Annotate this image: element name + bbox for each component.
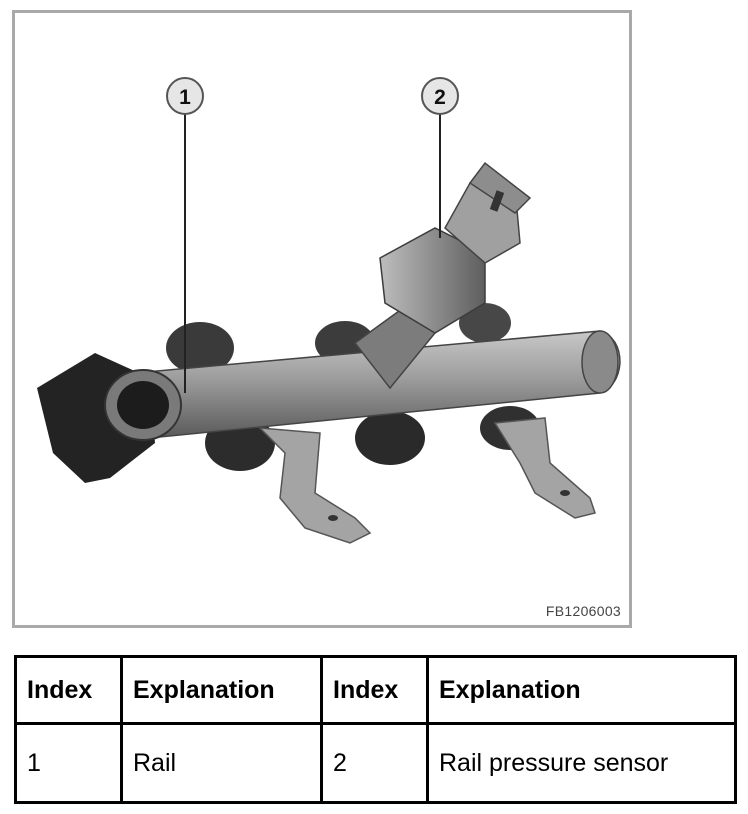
header-explanation-1: Explanation xyxy=(120,655,323,725)
cell-index-1: 1 xyxy=(14,722,123,804)
figure-code: FB1206003 xyxy=(545,603,621,619)
header-explanation-2: Explanation xyxy=(426,655,737,725)
callout-2: 2 xyxy=(421,77,459,115)
callout-1-label: 1 xyxy=(179,86,191,109)
rail-pressure-sensor xyxy=(353,161,532,390)
rail-open-end xyxy=(104,369,182,441)
callout-1: 1 xyxy=(166,77,204,115)
component-figure: 1 2 FB1206003 xyxy=(12,10,632,628)
callout-2-label: 2 xyxy=(434,86,446,109)
mounting-brackets xyxy=(258,417,596,544)
callout-leaders xyxy=(184,113,441,393)
table-row: 1 Rail 2 Rail pressure sensor xyxy=(14,722,737,804)
fuel-rail-illustration: 1 2 xyxy=(37,77,621,544)
legend-header-row: Index Explanation Index Explanation xyxy=(14,655,737,725)
legend-table: Index Explanation Index Explanation 1 Ra… xyxy=(14,655,737,804)
cell-explanation-1: Rail xyxy=(120,722,323,804)
rail-tube xyxy=(134,330,621,439)
cell-index-2: 2 xyxy=(320,722,429,804)
cell-explanation-2: Rail pressure sensor xyxy=(426,722,737,804)
header-index-2: Index xyxy=(320,655,429,725)
header-index-1: Index xyxy=(14,655,123,725)
